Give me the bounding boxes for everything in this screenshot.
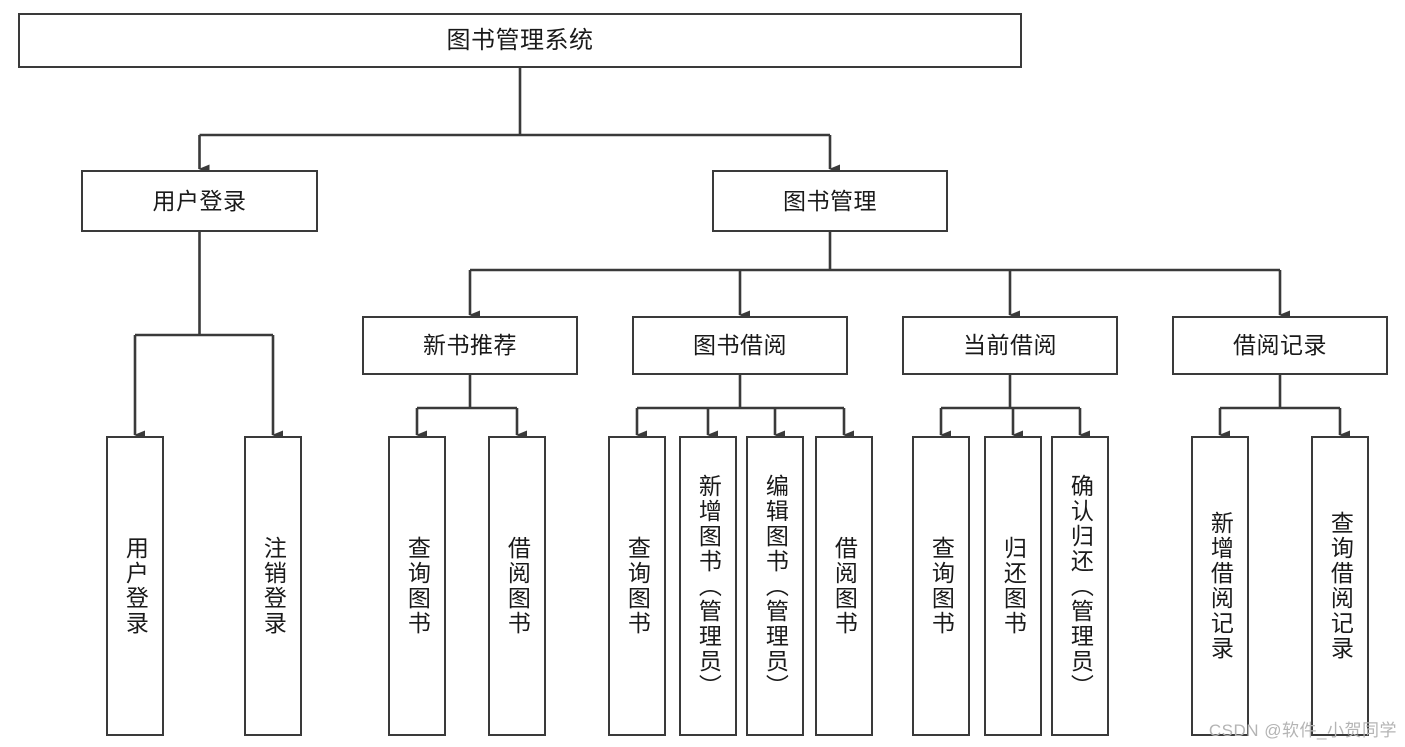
node-leaf-return-book-label: 归还图书	[1000, 536, 1027, 636]
node-book-management-label: 图书管理	[783, 187, 877, 214]
csdn-watermark: CSDN @软件_小贺同学	[1208, 721, 1397, 740]
node-leaf-query-book-current-label: 查询图书	[928, 536, 955, 636]
node-user-login-label: 用户登录	[152, 187, 247, 214]
node-new-book-recommend[interactable]: 新书推荐	[362, 316, 578, 375]
edges-group	[133, 68, 1350, 440]
node-leaf-query-borrow-record-label: 查询借阅记录	[1327, 511, 1354, 661]
node-book-management[interactable]: 图书管理	[712, 170, 948, 232]
node-leaf-query-book-recommend[interactable]: 查询图书	[388, 436, 446, 736]
node-leaf-edit-book[interactable]: 编辑图书（管理员）	[746, 436, 804, 736]
node-leaf-borrow-book-label: 借阅图书	[831, 536, 858, 636]
node-borrow-record[interactable]: 借阅记录	[1172, 316, 1388, 375]
node-borrow-record-label: 借阅记录	[1233, 332, 1327, 359]
node-leaf-borrow-book-recommend[interactable]: 借阅图书	[488, 436, 546, 736]
node-leaf-query-book-borrow-label: 查询图书	[624, 536, 651, 636]
node-leaf-confirm-return[interactable]: 确认归还（管理员）	[1051, 436, 1109, 736]
node-current-borrow[interactable]: 当前借阅	[902, 316, 1118, 375]
node-leaf-user-logout-label: 注销登录	[260, 536, 287, 636]
node-leaf-user-login-label: 用户登录	[122, 536, 149, 636]
node-current-borrow-label: 当前借阅	[963, 332, 1057, 359]
node-root[interactable]: 图书管理系统	[18, 13, 1022, 68]
node-leaf-user-logout[interactable]: 注销登录	[244, 436, 302, 736]
node-book-borrow-label: 图书借阅	[693, 332, 787, 359]
node-book-borrow[interactable]: 图书借阅	[632, 316, 848, 375]
node-leaf-add-book-label: 新增图书（管理员）	[695, 473, 722, 699]
node-leaf-borrow-book[interactable]: 借阅图书	[815, 436, 873, 736]
node-leaf-query-book-borrow[interactable]: 查询图书	[608, 436, 666, 736]
node-leaf-borrow-book-recommend-label: 借阅图书	[504, 536, 531, 636]
node-new-book-recommend-label: 新书推荐	[423, 332, 517, 359]
node-leaf-query-borrow-record[interactable]: 查询借阅记录	[1311, 436, 1369, 736]
node-leaf-add-borrow-record[interactable]: 新增借阅记录	[1191, 436, 1249, 736]
node-leaf-confirm-return-label: 确认归还（管理员）	[1067, 473, 1094, 699]
node-leaf-return-book[interactable]: 归还图书	[984, 436, 1042, 736]
node-leaf-add-borrow-record-label: 新增借阅记录	[1207, 511, 1234, 661]
node-leaf-add-book[interactable]: 新增图书（管理员）	[679, 436, 737, 736]
node-leaf-edit-book-label: 编辑图书（管理员）	[762, 473, 789, 699]
node-leaf-query-book-current[interactable]: 查询图书	[912, 436, 970, 736]
node-leaf-query-book-recommend-label: 查询图书	[404, 536, 431, 636]
node-leaf-user-login[interactable]: 用户登录	[106, 436, 164, 736]
node-user-login[interactable]: 用户登录	[81, 170, 318, 232]
node-root-label: 图书管理系统	[446, 26, 594, 54]
